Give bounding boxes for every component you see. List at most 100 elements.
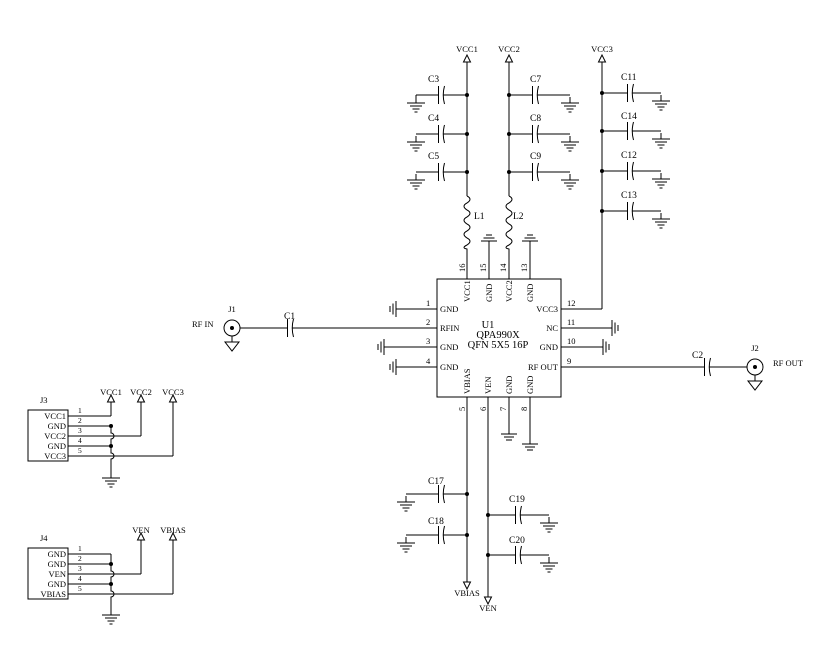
c8-label: C8 bbox=[530, 114, 541, 124]
j4-pin-1-name: GND bbox=[48, 549, 66, 559]
j2-ref: J2 bbox=[751, 343, 759, 353]
vbias-label: VBIAS bbox=[454, 588, 480, 598]
c13-label: C13 bbox=[621, 191, 637, 201]
pin-13-name: GND bbox=[525, 284, 535, 302]
rf-out-label: RF OUT bbox=[773, 358, 804, 368]
pin-6-num: 6 bbox=[478, 407, 488, 411]
j4-pin-3-num: 3 bbox=[78, 564, 82, 573]
rf-in: J1 RF IN C1 bbox=[192, 304, 301, 352]
pin-7-name: GND bbox=[504, 376, 514, 394]
ic-bottom-pins: 5 VBIAS 6 VEN 7 GND 8 GND bbox=[457, 368, 538, 597]
vcc3-rail: VCC3 C11 C14 C12 C13 bbox=[591, 44, 671, 309]
j4-pin-5-num: 5 bbox=[78, 584, 82, 593]
vcc2-rail: VCC2 C7 C8 C9 L2 bbox=[498, 44, 580, 256]
ic-part: QPA990X bbox=[476, 330, 520, 341]
j3-vcc1-label: VCC1 bbox=[100, 387, 122, 397]
pin-16-num: 16 bbox=[457, 264, 467, 273]
vcc1-rail: VCC1 C3 C4 C5 L1 bbox=[406, 44, 485, 256]
pin-14-num: 14 bbox=[498, 263, 508, 272]
pin-7-num: 7 bbox=[498, 407, 508, 411]
pin-4-name: GND bbox=[440, 362, 458, 372]
c3-label: C3 bbox=[428, 75, 439, 85]
c4-label: C4 bbox=[428, 114, 439, 124]
j3-pin-5-name: VCC3 bbox=[44, 451, 66, 461]
j4-pin-2-num: 2 bbox=[78, 554, 82, 563]
j3-pin-1-name: VCC1 bbox=[44, 411, 66, 421]
rf-in-label: RF IN bbox=[192, 319, 214, 329]
j3-pin-2-num: 2 bbox=[78, 416, 82, 425]
j3-pin-1-num: 1 bbox=[78, 406, 82, 415]
pin-8-name: GND bbox=[525, 376, 535, 394]
c2-label: C2 bbox=[692, 351, 703, 361]
j3-pin-2-name: GND bbox=[48, 421, 66, 431]
l2-label: L2 bbox=[513, 212, 524, 222]
j1-ref: J1 bbox=[228, 304, 236, 314]
c9-label: C9 bbox=[530, 152, 541, 162]
pin-16-name: VCC1 bbox=[462, 280, 472, 302]
pin-9-name: RF OUT bbox=[528, 362, 559, 372]
vcc3-label: VCC3 bbox=[591, 44, 613, 54]
j3-pin-4-name: GND bbox=[48, 441, 66, 451]
j3-pin-3-num: 3 bbox=[78, 426, 82, 435]
pin-2-num: 2 bbox=[426, 317, 430, 327]
ic-top-pins: 16 VCC1 15 GND 14 VCC2 13 GND bbox=[457, 234, 539, 302]
pin-10-num: 10 bbox=[567, 336, 576, 346]
j3-vcc2-label: VCC2 bbox=[130, 387, 152, 397]
pin-6-name: VEN bbox=[483, 377, 493, 394]
rf-out: J2 RF OUT C2 bbox=[692, 343, 804, 391]
pin-8-num: 8 bbox=[519, 407, 529, 411]
vcc2-label: VCC2 bbox=[498, 44, 520, 54]
ven-bypass: C19 C20 VEN bbox=[479, 495, 559, 613]
ic-right-pins: 12 VCC3 11 NC 10 GND 9 RF OUT bbox=[528, 298, 697, 372]
j4-ref: J4 bbox=[40, 533, 48, 543]
c5-label: C5 bbox=[428, 152, 439, 162]
pin-11-name: NC bbox=[546, 323, 558, 333]
j4-pin-4-num: 4 bbox=[78, 574, 82, 583]
j4-pin-5-name: VBIAS bbox=[40, 589, 66, 599]
j3-ref: J3 bbox=[40, 395, 48, 405]
pin-12-name: VCC3 bbox=[536, 304, 558, 314]
ic-left-pins: 1 GND 2 RFIN 3 GND 4 GND bbox=[300, 298, 459, 376]
pin-15-num: 15 bbox=[478, 264, 488, 273]
pin-11-num: 11 bbox=[567, 317, 575, 327]
j4-pin-4-name: GND bbox=[48, 579, 66, 589]
pin-15-name: GND bbox=[484, 284, 494, 302]
vcc1-label: VCC1 bbox=[456, 44, 478, 54]
j4-connector: J4 GND GND VEN GND VBIAS 1 2 3 4 5 VEN V… bbox=[27, 525, 186, 625]
c11-label: C11 bbox=[621, 73, 637, 83]
ven-label: VEN bbox=[479, 603, 496, 613]
pin-5-name: VBIAS bbox=[462, 368, 472, 394]
j3-pin-3-name: VCC2 bbox=[44, 431, 66, 441]
c17-label: C17 bbox=[428, 477, 444, 487]
pin-5-num: 5 bbox=[457, 407, 467, 411]
pin-10-name: GND bbox=[540, 342, 558, 352]
pin-14-name: VCC2 bbox=[504, 280, 514, 302]
pin-2-name: RFIN bbox=[440, 323, 459, 333]
pin-3-num: 3 bbox=[426, 336, 430, 346]
pin-1-num: 1 bbox=[426, 298, 430, 308]
j3-pin-5-num: 5 bbox=[78, 446, 82, 455]
ic-body bbox=[436, 278, 562, 398]
c12-label: C12 bbox=[621, 151, 637, 161]
ic-package: QFN 5X5 16P bbox=[468, 340, 529, 351]
pin-1-name: GND bbox=[440, 304, 458, 314]
j4-pin-1-num: 1 bbox=[78, 544, 82, 553]
c18-label: C18 bbox=[428, 517, 444, 527]
j3-vcc3-label: VCC3 bbox=[162, 387, 184, 397]
pin-4-num: 4 bbox=[426, 356, 431, 366]
j3-connector: J3 VCC1 GND VCC2 GND VCC3 1 2 3 4 5 VCC1… bbox=[27, 387, 184, 488]
c14-label: C14 bbox=[621, 112, 637, 122]
j4-pin-2-name: GND bbox=[48, 559, 66, 569]
c19-label: C19 bbox=[509, 495, 525, 505]
ic-ref: U1 bbox=[482, 320, 495, 331]
vbias-bypass: C17 C18 VBIAS bbox=[396, 477, 480, 598]
pin-12-num: 12 bbox=[567, 298, 576, 308]
j4-vbias-label: VBIAS bbox=[160, 525, 186, 535]
c1-label: C1 bbox=[284, 312, 295, 322]
c7-label: C7 bbox=[530, 75, 541, 85]
j4-pin-3-name: VEN bbox=[49, 569, 66, 579]
pin-13-num: 13 bbox=[519, 264, 529, 273]
j4-ven-label: VEN bbox=[132, 525, 149, 535]
pin-3-name: GND bbox=[440, 342, 458, 352]
